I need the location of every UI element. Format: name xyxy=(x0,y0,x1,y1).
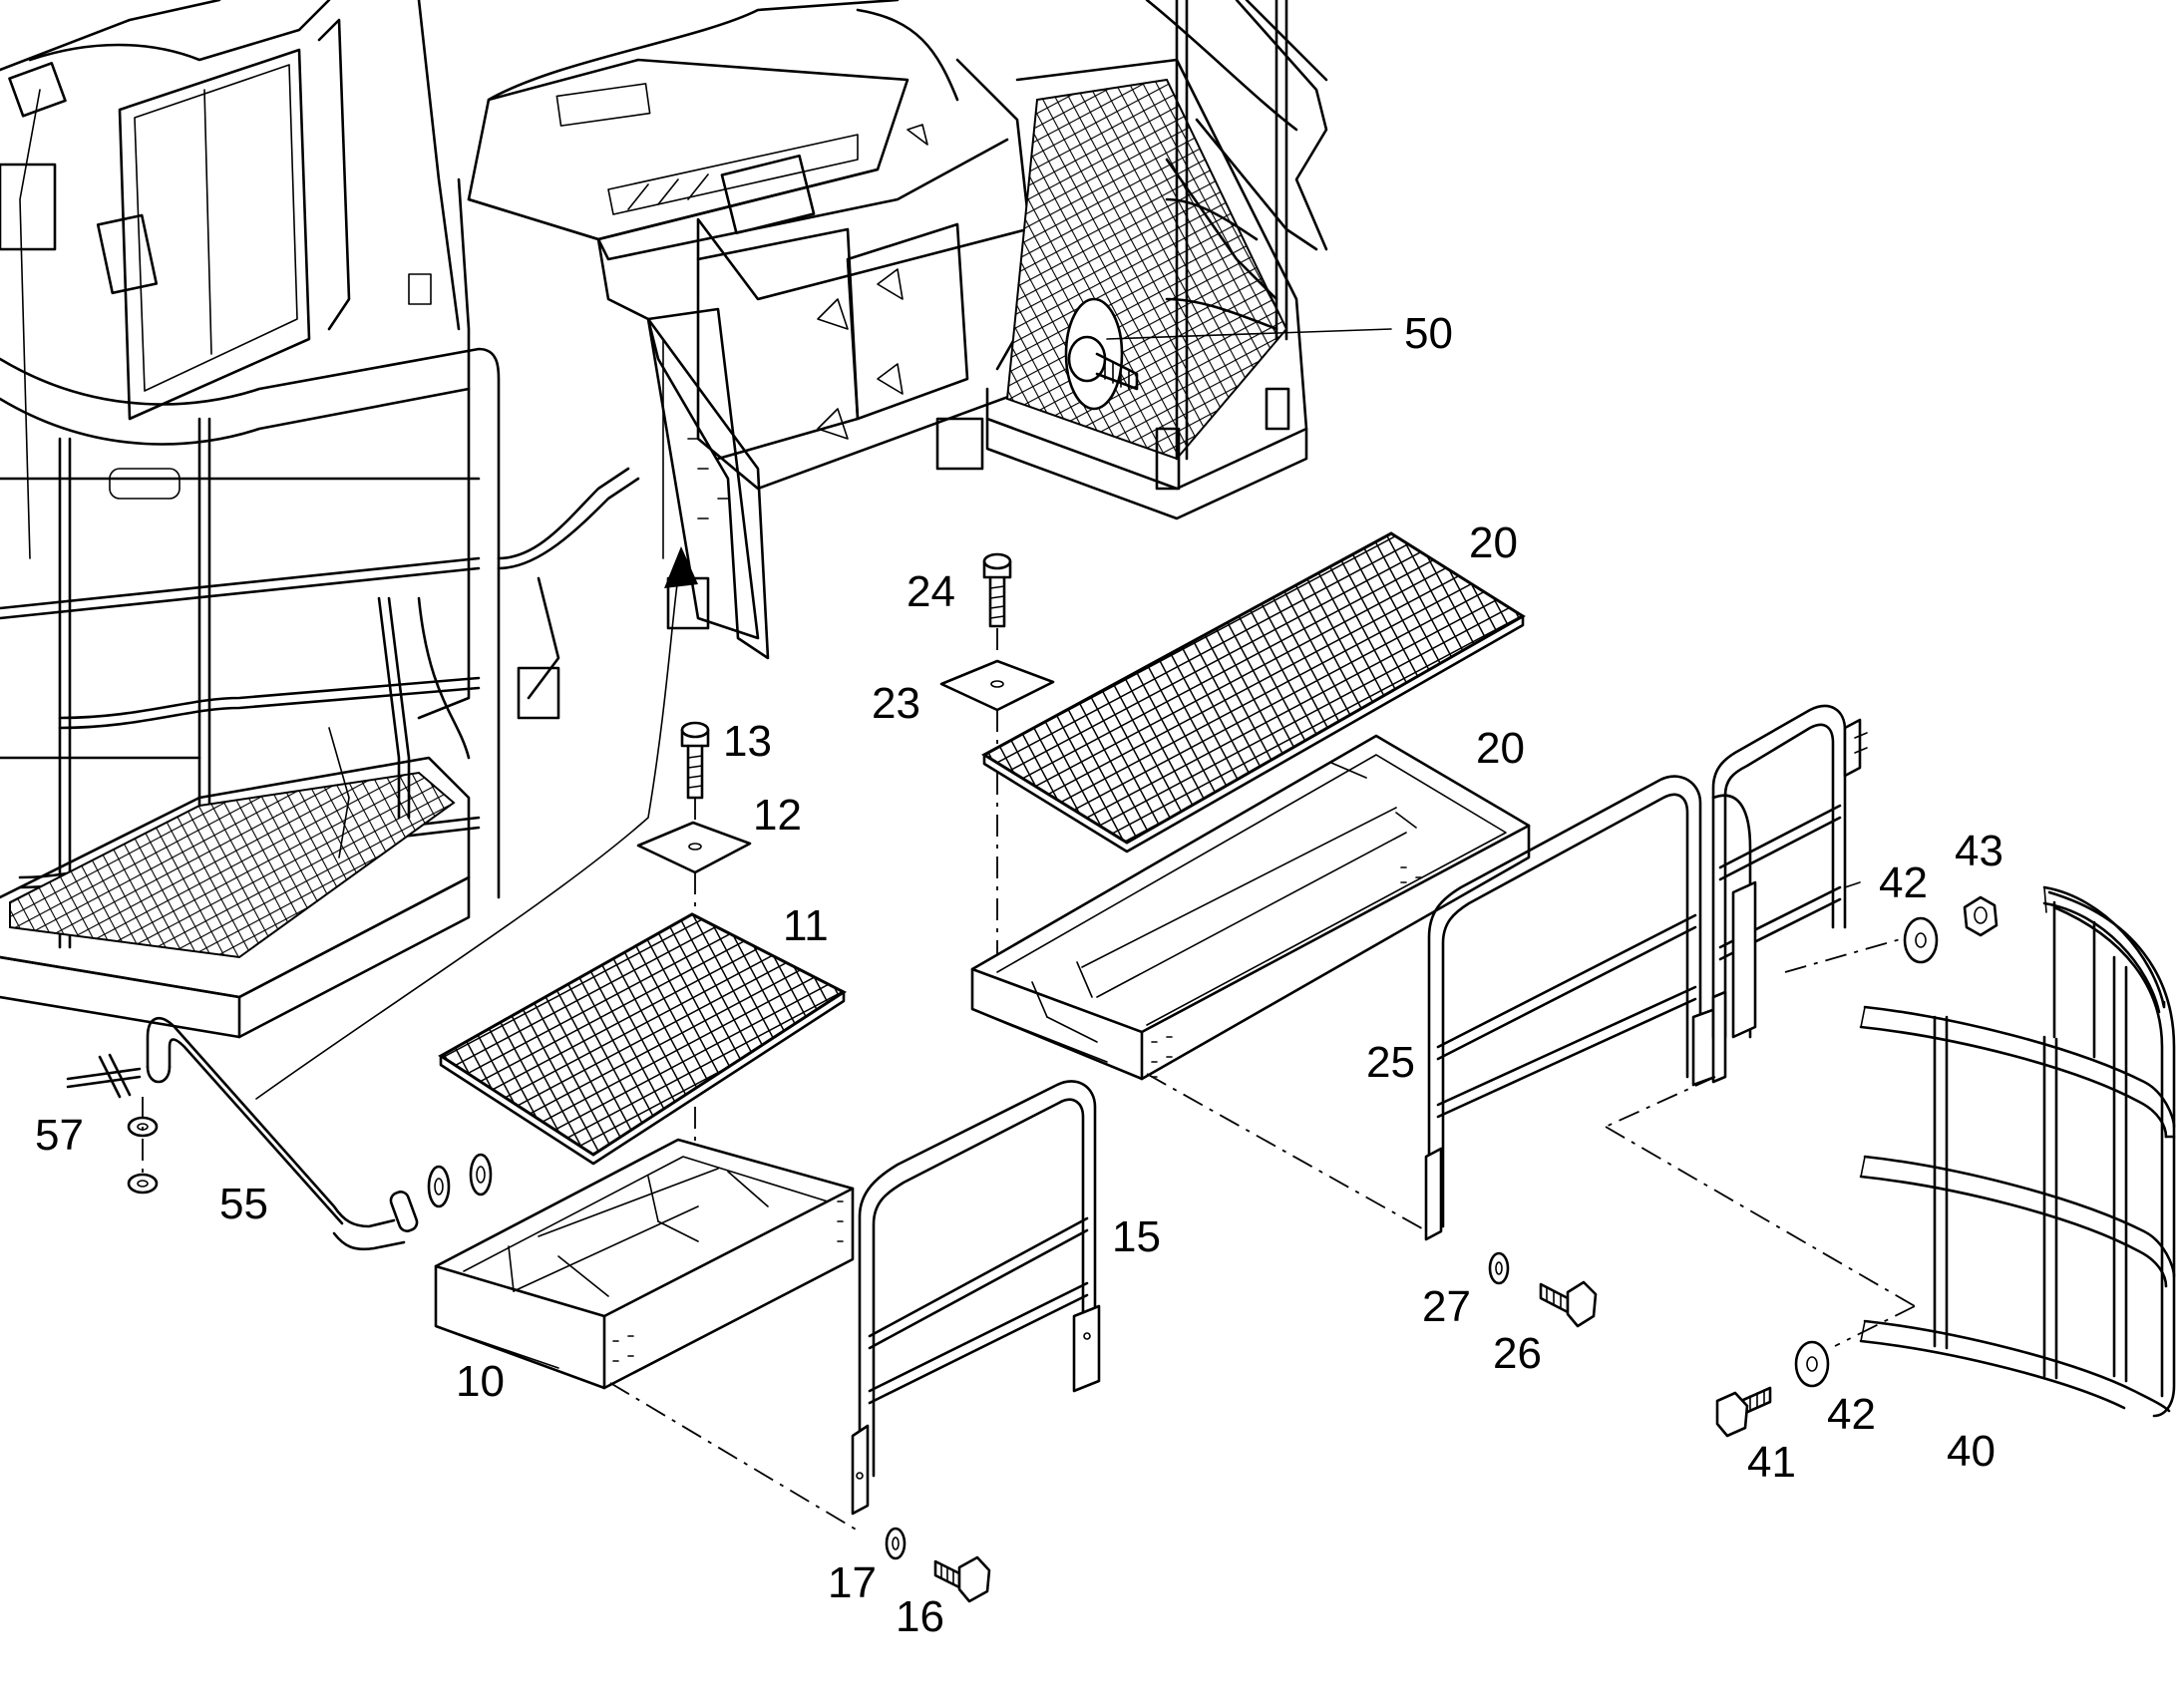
rear-walkway xyxy=(985,0,1328,520)
part-16-bolt xyxy=(933,1555,991,1603)
part-12-plate xyxy=(636,821,752,927)
lower-platform xyxy=(0,756,471,1039)
part-26-bolt xyxy=(1539,1280,1598,1328)
label-40: 40 xyxy=(1947,1427,1996,1476)
engine-module xyxy=(467,0,1059,720)
part-15-handrail xyxy=(851,1080,1101,1516)
label-10: 10 xyxy=(456,1357,505,1406)
label-50: 50 xyxy=(1404,309,1453,358)
part-41-bolt xyxy=(1715,1386,1772,1438)
part-17-washer xyxy=(885,1527,907,1560)
part-55-handrail xyxy=(146,1017,493,1251)
part-11-grating xyxy=(438,912,847,1177)
part-42-washer-lower xyxy=(1794,1340,1830,1388)
label-57: 57 xyxy=(35,1111,84,1160)
label-23: 23 xyxy=(872,679,920,728)
hydraulic-lines xyxy=(328,467,640,858)
part-24-bolt xyxy=(982,552,1012,658)
part-27-washer xyxy=(1488,1251,1510,1285)
label-13: 13 xyxy=(723,717,772,766)
part-50-stud xyxy=(1064,297,1392,411)
part-57-pin xyxy=(66,1053,159,1195)
part-23-plate xyxy=(939,659,1055,758)
label-55: 55 xyxy=(219,1180,268,1228)
label-11: 11 xyxy=(783,901,829,950)
label-42-lower: 42 xyxy=(1827,1390,1876,1439)
label-17-main: 17 xyxy=(828,1558,877,1607)
label-43: 43 xyxy=(1955,827,2003,875)
part-42-washer-upper xyxy=(1903,916,1939,964)
leader-55 xyxy=(255,546,698,1100)
assembly-chain-lines xyxy=(1605,931,1926,1347)
part-13-bolt xyxy=(680,721,710,828)
label-21: 20 xyxy=(1469,518,1518,567)
label-27: 27 xyxy=(1422,1282,1471,1331)
label-41: 41 xyxy=(1747,1438,1796,1487)
operator-cab xyxy=(0,0,471,720)
part-number-labels: 50 20 24 23 13 20 12 42 43 11 25 57 55 1… xyxy=(35,309,2003,1641)
part-43-nut xyxy=(1963,895,1998,937)
label-42-upper: 42 xyxy=(1879,858,1928,907)
label-12: 12 xyxy=(753,791,802,840)
label-26: 26 xyxy=(1493,1329,1542,1378)
label-24: 24 xyxy=(907,567,955,616)
part-10-frame xyxy=(434,1138,859,1532)
label-20: 20 xyxy=(1476,724,1525,773)
part-20-frame xyxy=(970,734,1531,1237)
part-21-grating xyxy=(981,531,1526,957)
label-25: 25 xyxy=(1366,1038,1415,1087)
label-15: 15 xyxy=(1112,1212,1161,1261)
part-40-cage xyxy=(1859,885,2176,1418)
bracket-plate xyxy=(646,317,770,660)
part-25-gate xyxy=(1424,704,1868,1241)
label-16: 16 xyxy=(896,1592,944,1641)
